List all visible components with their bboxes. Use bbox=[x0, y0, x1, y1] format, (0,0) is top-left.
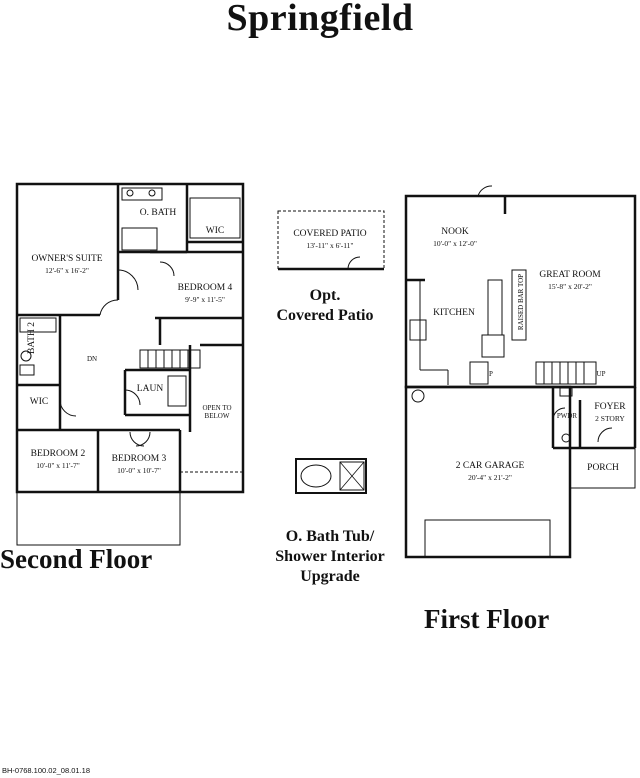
room-dimension: 9'-9" x 11'-5" bbox=[185, 295, 225, 304]
stair-up-label: UP bbox=[596, 370, 606, 378]
room-kitchen: KITCHEN bbox=[428, 308, 480, 319]
room-name: BEDROOM 4 bbox=[177, 283, 233, 293]
room-name: OWNER'S SUITE bbox=[31, 254, 103, 264]
open-to-below-label: OPEN TO BELOW bbox=[202, 404, 232, 420]
caption-line: Shower Interior bbox=[275, 548, 385, 565]
caption-line: Covered Patio bbox=[276, 307, 374, 324]
room-bath-2: BATH 2 bbox=[27, 318, 38, 358]
room-foyer: FOYER 2 STORY bbox=[588, 402, 632, 424]
first-floor-label: First Floor bbox=[424, 604, 550, 634]
room-name: WIC bbox=[29, 397, 49, 407]
room-porch: PORCH bbox=[575, 463, 631, 474]
room-nook: NOOK 10'-0" x 12'-0" bbox=[425, 227, 485, 249]
option-tub-caption: O. Bath Tub/ Shower Interior Upgrade bbox=[255, 527, 405, 587]
stair-down-label: DN bbox=[86, 355, 98, 363]
raised-bar-label: RAISED BAR TOP bbox=[517, 273, 525, 331]
room-powder: PWDR bbox=[556, 412, 578, 420]
room-name: GREAT ROOM bbox=[539, 270, 601, 280]
room-great-room: GREAT ROOM 15'-8" x 20'-2" bbox=[530, 270, 610, 292]
room-laundry: LAUN bbox=[130, 384, 170, 395]
room-bedroom-4: BEDROOM 4 9'-9" x 11'-5" bbox=[170, 283, 240, 305]
room-name: BATH 2 bbox=[27, 322, 37, 354]
room-dimension: 10'-0" x 12'-0" bbox=[433, 239, 477, 248]
room-bedroom-3: BEDROOM 3 10'-0" x 10'-7" bbox=[102, 454, 176, 476]
plan-title: Springfield bbox=[226, 0, 414, 39]
room-name: COVERED PATIO bbox=[293, 229, 367, 239]
room-wic-upper: WIC bbox=[198, 226, 232, 237]
room-wic-lower: WIC bbox=[22, 397, 56, 408]
room-name: WIC bbox=[205, 226, 225, 236]
room-dimension: 10'-0" x 11'-7" bbox=[36, 461, 80, 470]
caption-line: O. Bath Tub/ bbox=[285, 528, 375, 545]
room-dimension: 20'-4" x 21'-2" bbox=[468, 473, 512, 482]
room-name: O. BATH bbox=[139, 208, 177, 218]
room-name: KITCHEN bbox=[433, 308, 475, 318]
room-name: PORCH bbox=[587, 463, 619, 473]
caption-line: Upgrade bbox=[300, 568, 360, 585]
room-name: FOYER bbox=[594, 402, 626, 412]
room-o-bath: O. BATH bbox=[128, 208, 188, 219]
room-dimension: 13'-11" x 6'-11" bbox=[306, 241, 354, 250]
room-owners-suite: OWNER'S SUITE 12'-6" x 16'-2" bbox=[22, 254, 112, 276]
plan-code: BH-0768.100.02_08.01.18 bbox=[2, 766, 90, 775]
room-bedroom-2: BEDROOM 2 10'-0" x 11'-7" bbox=[22, 449, 94, 471]
option-patio-caption: Opt. Covered Patio bbox=[255, 286, 395, 326]
caption-line: Opt. bbox=[309, 287, 341, 304]
room-dimension: 10'-0" x 10'-7" bbox=[117, 466, 161, 475]
room-name: BEDROOM 2 bbox=[30, 449, 86, 459]
room-dimension: 2 STORY bbox=[595, 414, 625, 423]
room-dimension: 12'-6" x 16'-2" bbox=[45, 266, 89, 275]
room-name: LAUN bbox=[136, 384, 164, 394]
second-floor-outline bbox=[15, 182, 245, 494]
room-dimension: 15'-8" x 20'-2" bbox=[548, 282, 592, 291]
room-name: BEDROOM 3 bbox=[111, 454, 167, 464]
pantry-label: P bbox=[489, 370, 493, 378]
room-garage: 2 CAR GARAGE 20'-4" x 21'-2" bbox=[430, 461, 550, 483]
second-floor-label: Second Floor bbox=[0, 544, 153, 574]
room-name: NOOK bbox=[441, 227, 469, 237]
room-name: 2 CAR GARAGE bbox=[455, 461, 525, 471]
room-covered-patio: COVERED PATIO 13'-11" x 6'-11" bbox=[280, 229, 380, 251]
